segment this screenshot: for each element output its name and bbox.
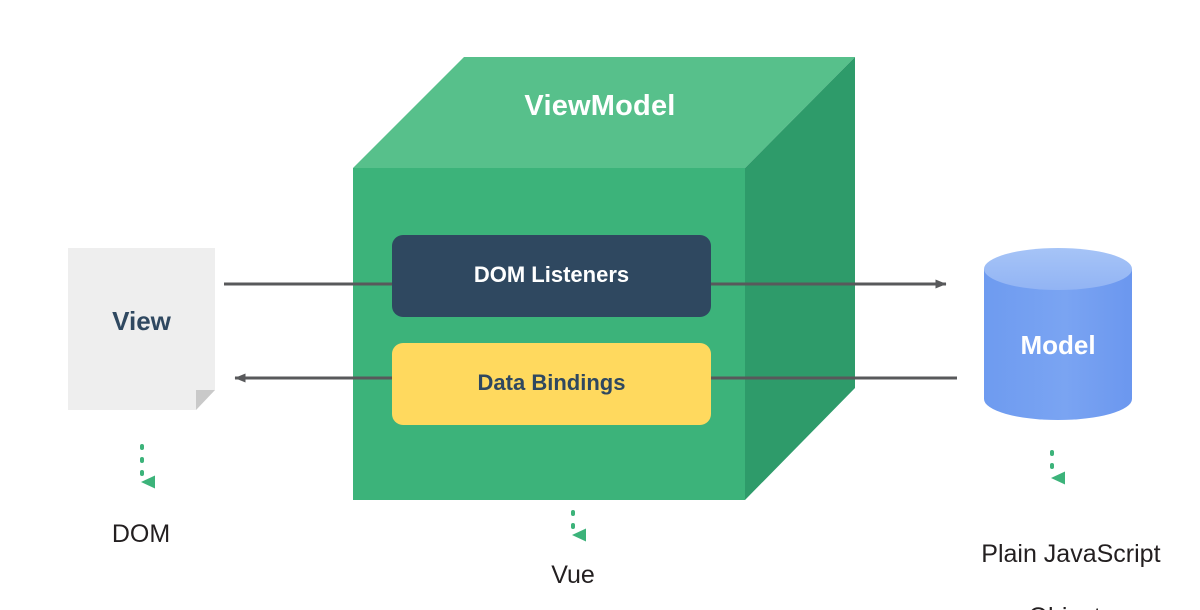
data-bindings-box[interactable] <box>392 343 711 425</box>
dom-listeners-label: DOM Listeners <box>473 262 630 287</box>
view-node[interactable] <box>68 248 215 410</box>
model-node[interactable] <box>984 248 1132 420</box>
caption-plain-javascript-line2: Objects <box>1029 603 1114 610</box>
viewmodel-cube[interactable] <box>353 57 855 500</box>
view-document-fold <box>196 390 215 410</box>
view-document-body <box>68 248 215 410</box>
data-bindings-rect <box>392 343 711 425</box>
cube-top-face <box>353 57 855 168</box>
viewmodel-label: ViewModel <box>524 90 676 122</box>
dom-listeners-box[interactable] <box>392 235 711 317</box>
caption-plain-javascript-objects: Plain JavaScript Objects <box>937 508 1177 610</box>
cube-right-face <box>745 57 855 500</box>
data-bindings-label: Data Bindings <box>477 370 626 395</box>
caption-dom: DOM <box>111 520 171 548</box>
model-label: Model <box>1020 330 1096 360</box>
cube-front-face <box>353 168 745 500</box>
cylinder-body <box>984 269 1132 420</box>
view-label: View <box>112 306 171 336</box>
caption-plain-javascript-line1: Plain JavaScript <box>981 540 1161 569</box>
cylinder-top-ellipse <box>984 248 1132 290</box>
dom-listeners-rect <box>392 235 711 317</box>
caption-vue: Vue <box>551 561 595 589</box>
